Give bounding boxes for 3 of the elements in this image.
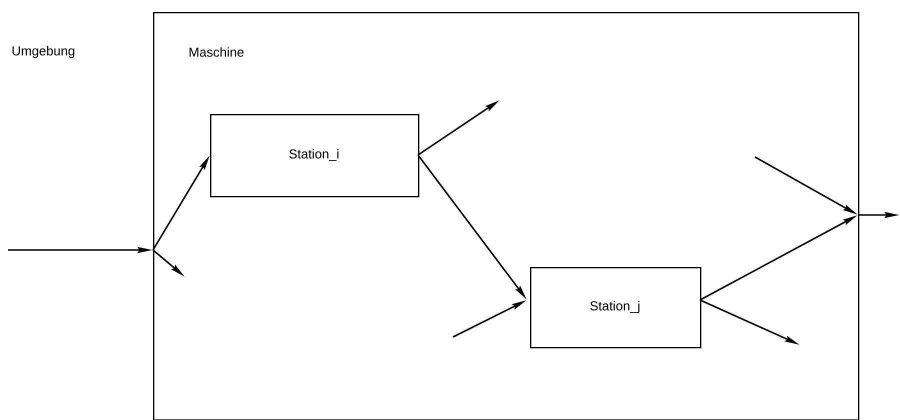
station-box: Station_j xyxy=(530,267,702,348)
station-box: Station_i xyxy=(210,114,420,198)
region-label: Umgebung xyxy=(12,46,74,58)
